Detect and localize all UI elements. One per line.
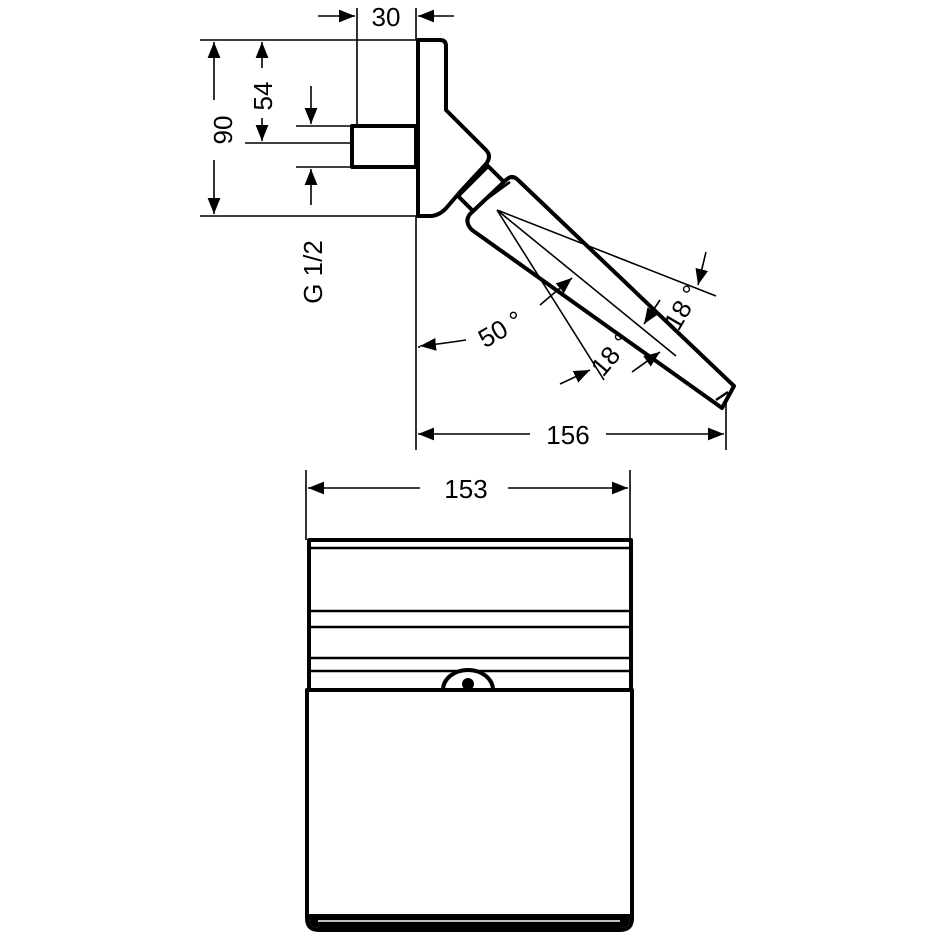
- dimension-153: 153: [305, 470, 631, 540]
- front-view: [305, 538, 634, 932]
- dimension-30: 30: [318, 2, 454, 126]
- dim-30-label: 30: [372, 2, 401, 32]
- dim-54-label: 54: [248, 82, 278, 111]
- holder-front: [307, 538, 633, 692]
- dim-153-label: 153: [444, 474, 487, 504]
- dim-90-label: 90: [208, 116, 238, 145]
- dimension-54: 54: [245, 42, 357, 144]
- hand-shower-side: [465, 175, 736, 410]
- dimension-156: 156: [418, 400, 727, 450]
- dimension-thread: G 1/2: [296, 86, 352, 304]
- hand-shower-front: [305, 688, 634, 932]
- dim-156-label: 156: [546, 420, 589, 450]
- thread-label: G 1/2: [298, 240, 328, 304]
- dimension-90: 90: [200, 39, 416, 217]
- wall-holder: [350, 38, 506, 218]
- angle-50-label: 50 °: [473, 305, 528, 354]
